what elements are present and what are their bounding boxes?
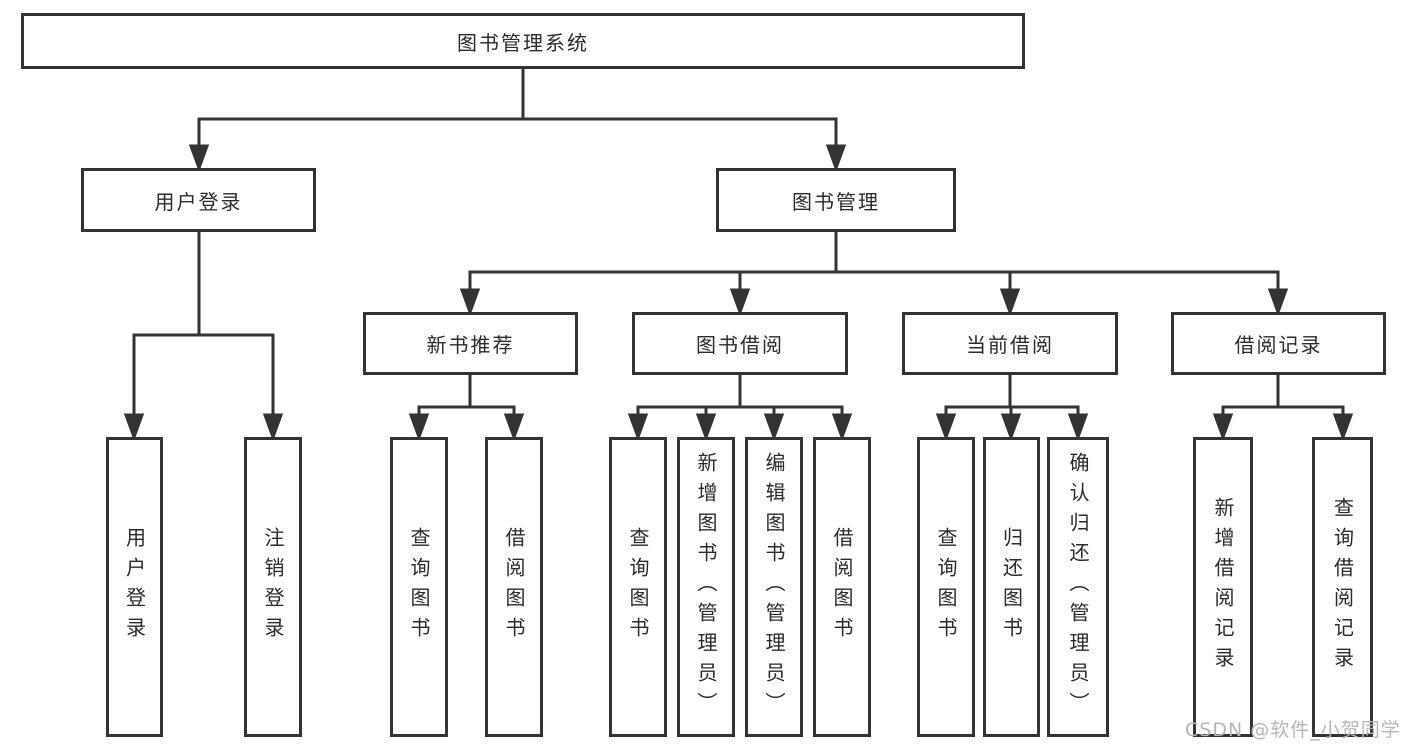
leaf-logout: 注销登录 [244,437,302,737]
node-new-book-recommend: 新书推荐 [363,312,578,375]
node-user-login: 用户登录 [81,168,316,232]
node-root: 图书管理系统 [21,13,1025,69]
connector-mgmt-to-level3 [459,232,1289,317]
leaf-query-borrow-record: 查询借阅记录 [1312,437,1373,737]
leaf-return-books: 归还图书 [983,437,1040,737]
node-current-borrow-label: 当前借阅 [966,333,1054,357]
leaf-borrow-query-books-label: 查询图书 [626,527,650,647]
connector-records-branch [1212,375,1354,442]
leaf-edit-books-admin: 编辑图书（管理员） [745,437,803,737]
leaf-recommend-query-books: 查询图书 [390,437,448,737]
node-borrow-records: 借阅记录 [1171,312,1386,375]
leaf-borrow-books: 借阅图书 [813,437,871,737]
connector-login-branch [123,232,284,442]
connector-recommend-branch [408,375,525,442]
node-borrow-records-label: 借阅记录 [1234,333,1323,357]
leaf-query-borrow-record-label: 查询借阅记录 [1330,497,1355,677]
node-current-borrow: 当前借阅 [902,312,1118,375]
connector-root-to-level2 [188,69,847,173]
node-book-management: 图书管理 [716,168,956,232]
csdn-watermark: CSDN @软件_小贺同学 [1185,719,1401,741]
leaf-recommend-borrow-books-label: 借阅图书 [502,527,526,647]
leaf-confirm-return-admin: 确认归还（管理员） [1047,437,1109,737]
leaf-confirm-return-admin-label: 确认归还（管理员） [1066,452,1090,722]
leaf-add-borrow-record-label: 新增借阅记录 [1211,497,1235,677]
node-new-book-recommend-label: 新书推荐 [426,333,515,357]
leaf-borrow-query-books: 查询图书 [609,437,667,737]
leaf-add-books-admin-label: 新增图书（管理员） [694,452,718,722]
leaf-edit-books-admin-label: 编辑图书（管理员） [762,452,786,722]
leaf-current-query-books-label: 查询图书 [934,527,958,647]
node-book-borrow: 图书借阅 [632,312,848,375]
leaf-logout-label: 注销登录 [261,527,285,647]
node-user-login-label: 用户登录 [154,189,243,214]
node-root-label: 图书管理系统 [457,30,589,55]
leaf-user-login-label: 用户登录 [122,527,147,647]
connector-borrow-branch [627,375,853,442]
leaf-recommend-borrow-books: 借阅图书 [485,437,543,737]
node-book-borrow-label: 图书借阅 [696,333,784,357]
leaf-add-borrow-record: 新增借阅记录 [1193,437,1253,737]
connector-current-branch [935,375,1089,442]
leaf-return-books-label: 归还图书 [999,527,1024,647]
node-book-management-label: 图书管理 [792,189,880,214]
leaf-user-login: 用户登录 [106,437,163,737]
leaf-borrow-books-label: 借阅图书 [830,527,854,647]
leaf-add-books-admin: 新增图书（管理员） [677,437,735,737]
leaf-current-query-books: 查询图书 [917,437,975,737]
leaf-recommend-query-books-label: 查询图书 [407,527,431,647]
